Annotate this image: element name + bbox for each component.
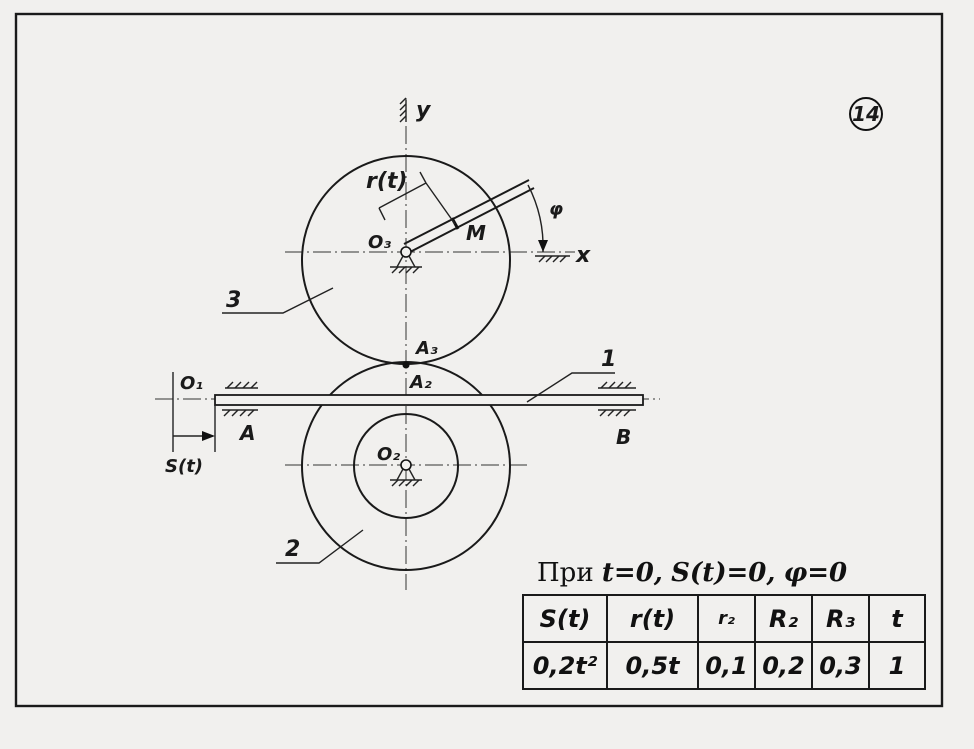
point-a2-label: A₂	[408, 372, 432, 393]
initial-conditions: При t=0, S(t)=0, φ=0	[537, 558, 847, 588]
s-t-label: S(t)	[165, 456, 203, 477]
condition-s0: S(t)=0,	[671, 558, 776, 588]
s-arrow	[202, 431, 215, 441]
table-header-cell: R₃	[811, 594, 870, 643]
point-m-label: M	[466, 221, 486, 245]
table-cell: 0,2t²	[522, 641, 608, 690]
body-1-label: 1	[601, 347, 616, 372]
problem-number-circle	[849, 97, 883, 131]
table-header-cell: S(t)	[522, 594, 608, 643]
axis-y-label: y	[416, 98, 432, 123]
center-o2-label: O₂	[377, 444, 400, 465]
support-a-label: A	[238, 421, 255, 445]
table-cell: 1	[868, 641, 926, 690]
center-o3-label: O₃	[368, 232, 391, 253]
support-b-label: B	[616, 425, 631, 449]
table-cell: 0,2	[754, 641, 813, 690]
table-row: 0,2t² 0,5t 0,1 0,2 0,3 1	[522, 641, 926, 690]
phi-label: φ	[549, 199, 563, 220]
rod-om	[403, 179, 535, 253]
axis-x-label: x	[575, 243, 591, 268]
table-cell: 0,5t	[606, 641, 699, 690]
body-2-label: 2	[285, 537, 300, 562]
rack-1	[214, 394, 644, 406]
body-3-leader	[222, 287, 334, 314]
table-header-cell: r(t)	[606, 594, 699, 643]
condition-phi0: φ=0	[783, 558, 848, 588]
table-cell: 0,1	[697, 641, 756, 690]
o3-pivot	[390, 246, 422, 274]
y-axis-hatch	[399, 97, 407, 123]
drawing-frame	[14, 12, 944, 708]
table-header-cell: t	[868, 594, 926, 643]
point-a3-label: A₃	[414, 338, 438, 359]
origin-o1-label: O₁	[180, 373, 203, 394]
table-header-cell: r₂	[697, 594, 756, 643]
parameters-table: S(t) r(t) r₂ R₂ R₃ t 0,2t² 0,5t 0,1 0,2 …	[522, 594, 926, 690]
x-axis-hatch	[535, 255, 570, 263]
table-cell: 0,3	[811, 641, 870, 690]
condition-t0: t=0,	[601, 558, 663, 588]
table-header-cell: R₂	[754, 594, 813, 643]
condition-prefix: При	[537, 558, 594, 588]
contact-point	[402, 361, 410, 369]
guide-b	[598, 381, 636, 417]
body-1-leader	[526, 372, 615, 403]
wheel-2-inner	[353, 413, 459, 519]
table-header-row: S(t) r(t) r₂ R₂ R₃ t	[522, 594, 926, 643]
guide-a	[222, 381, 258, 417]
r-t-label: r(t)	[366, 169, 407, 194]
r-dimension	[378, 171, 456, 225]
phi-arrow	[538, 240, 548, 252]
o2-pivot	[390, 459, 422, 487]
body-3-label: 3	[226, 288, 241, 313]
problem-number: 14	[852, 102, 880, 126]
body-2-leader	[276, 529, 364, 564]
